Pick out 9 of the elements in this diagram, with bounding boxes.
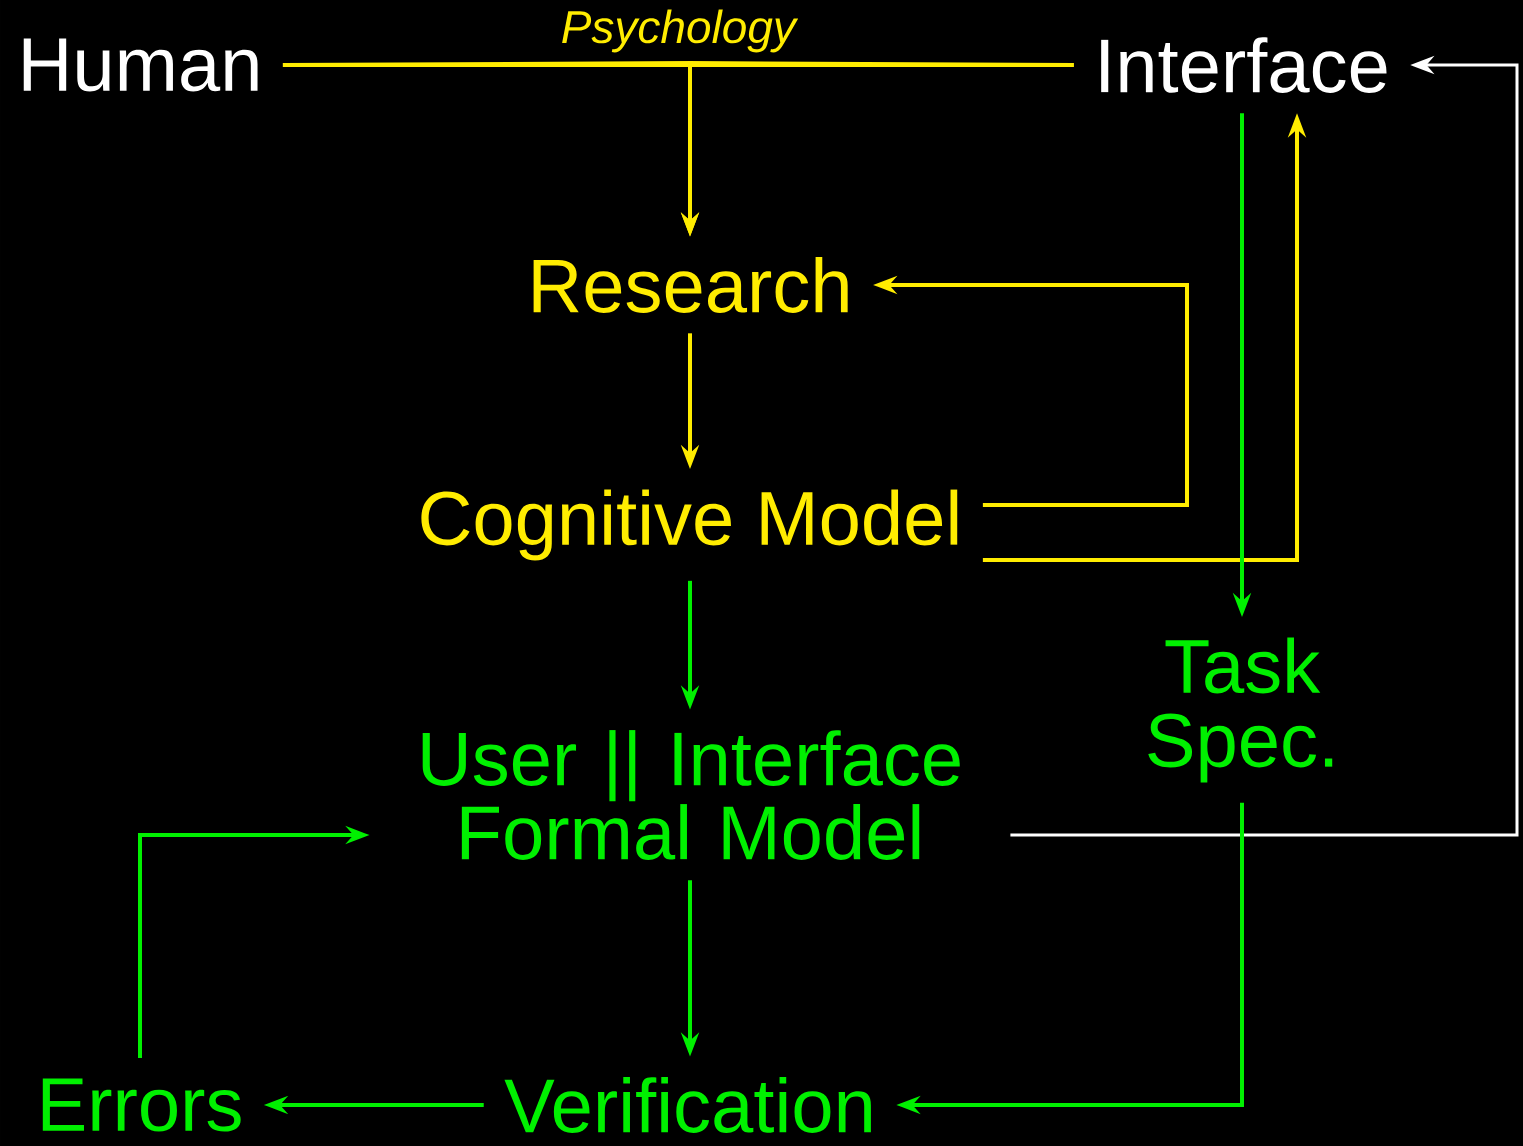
edge-label: Psychology [558,7,799,55]
node-label: Research [533,257,848,313]
node-label: Interface [1101,37,1387,93]
node-label: Verification [504,1077,871,1133]
node-label: Human [23,38,258,92]
node-label: Task Spec. [1148,637,1333,783]
node-label: Errors [42,1078,241,1132]
node-label: Cognitive Model [421,489,958,561]
node-label: User || Interface Formal Model [422,730,960,860]
